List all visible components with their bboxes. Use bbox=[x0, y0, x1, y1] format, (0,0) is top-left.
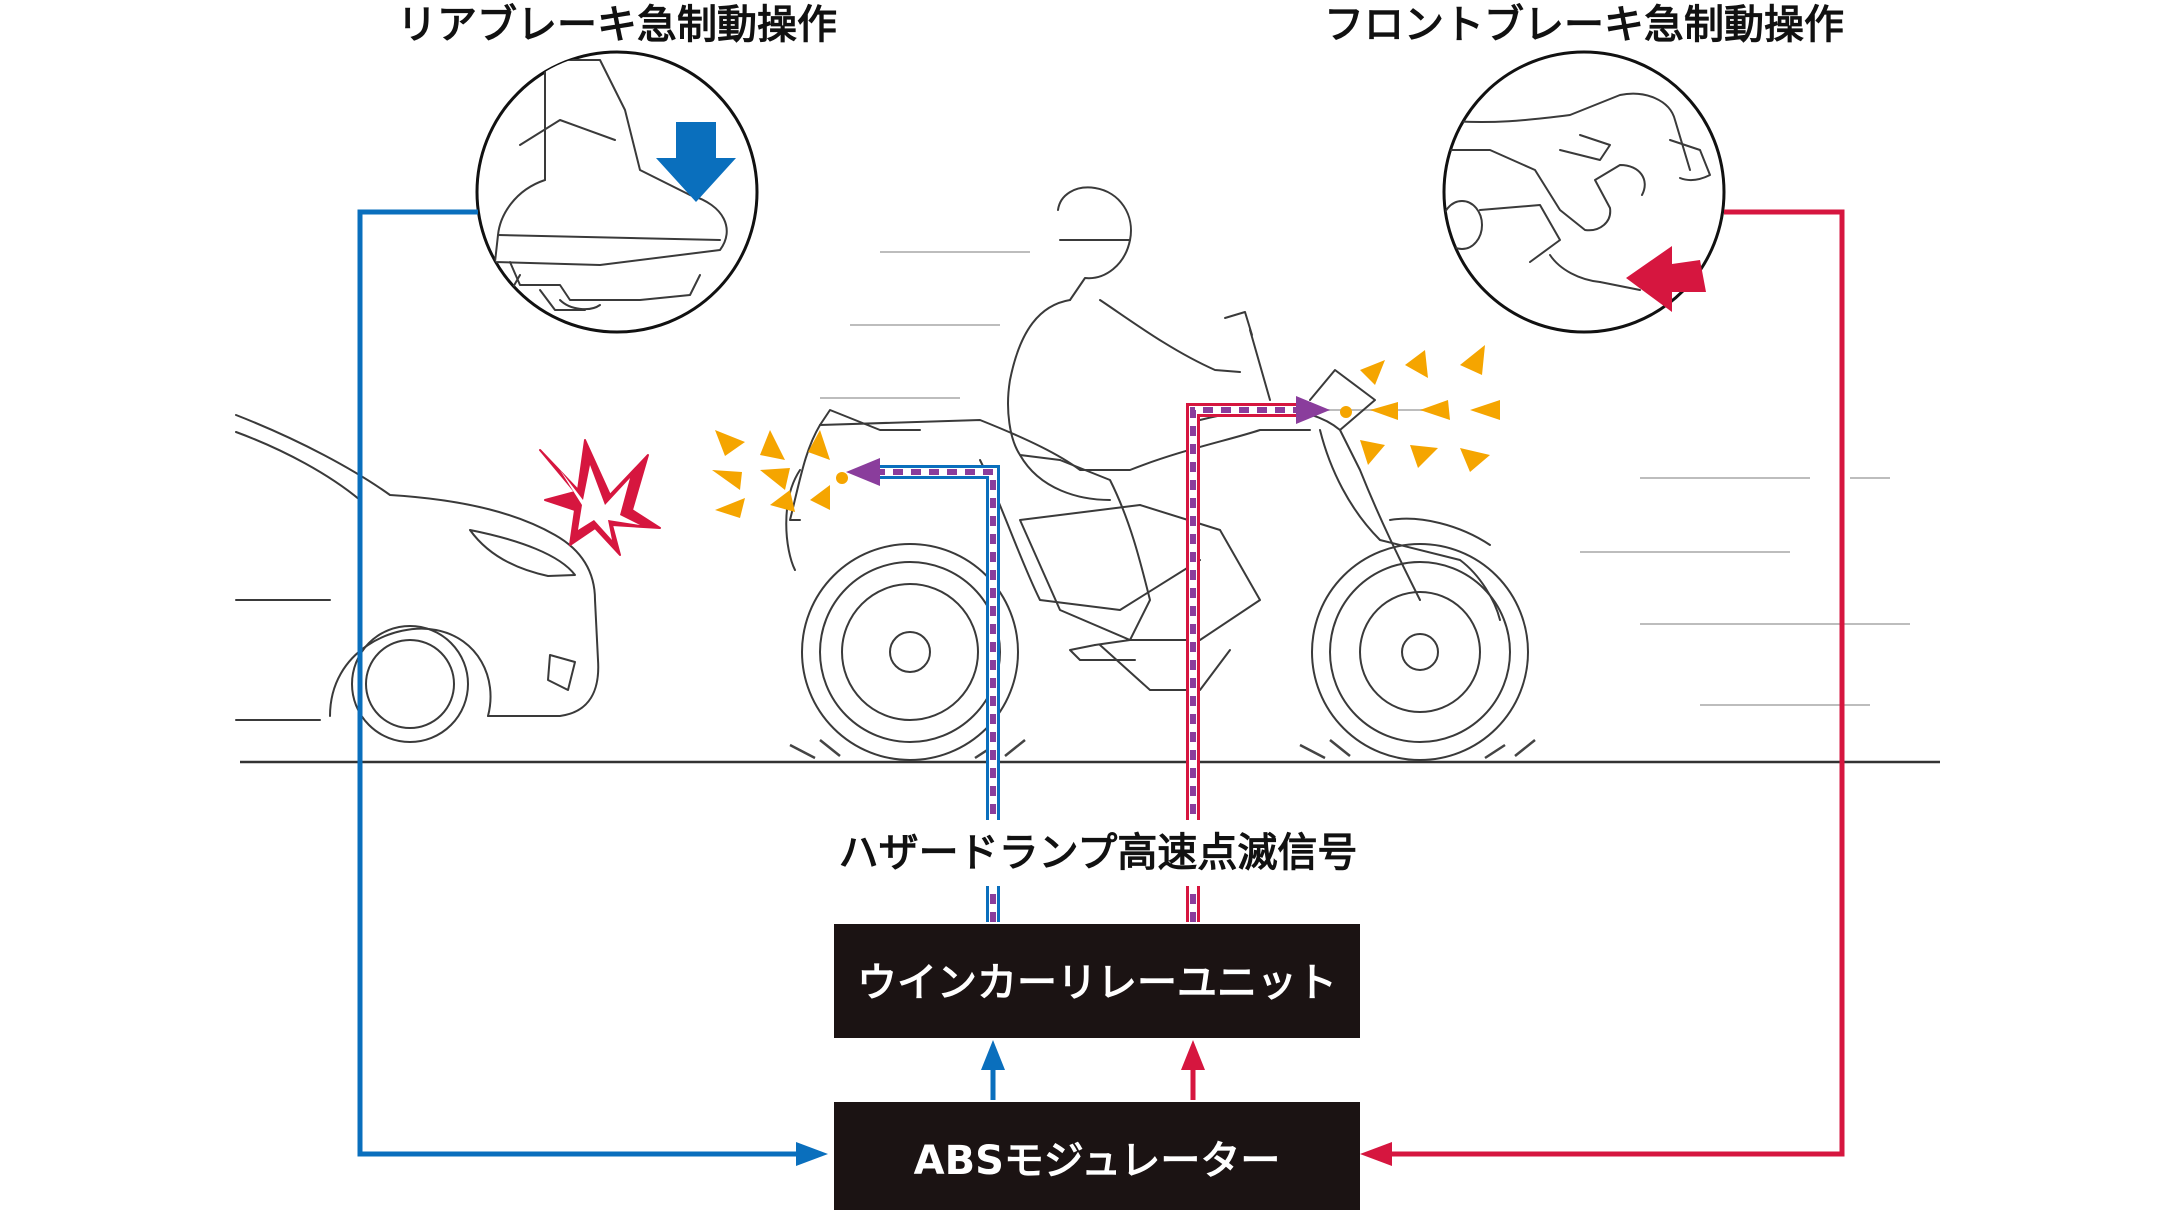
rear-hazard-signal-path bbox=[868, 465, 1000, 922]
rear-hazard-flash-icon bbox=[712, 430, 848, 518]
hazard-signal-label: ハザードランプ高速点滅信号 bbox=[839, 830, 1358, 876]
abs-to-relay-blue-arrow-icon bbox=[981, 1040, 1005, 1070]
rear-operation-heading: リアブレーキ急制動操作 bbox=[397, 2, 837, 48]
front-blinker-arrow-icon bbox=[1296, 396, 1330, 424]
front-hazard-flash-icon bbox=[1340, 345, 1500, 472]
relay-unit-label: ウインカーリレーユニット bbox=[857, 960, 1337, 1006]
pull-lever-arrow-icon bbox=[1626, 246, 1706, 312]
front-brake-inset bbox=[1442, 50, 1726, 334]
motorcycle-illustration bbox=[785, 186, 1529, 761]
front-operation-heading: フロントブレーキ急制動操作 bbox=[1324, 2, 1844, 48]
car-illustration bbox=[235, 414, 600, 743]
relay-unit-box: ウインカーリレーユニット bbox=[834, 924, 1360, 1038]
rear-brake-signal-line bbox=[357, 209, 800, 1157]
rear-brake-inset bbox=[475, 50, 759, 334]
front-signal-arrow-icon bbox=[1360, 1142, 1392, 1166]
press-down-arrow-icon bbox=[656, 122, 736, 202]
rear-blinker-arrow-icon bbox=[846, 458, 880, 486]
front-hazard-signal-path bbox=[1186, 403, 1298, 922]
abs-to-relay-red-arrow-icon bbox=[1181, 1040, 1205, 1070]
rear-signal-arrow-icon bbox=[796, 1142, 828, 1166]
abs-modulator-box: ABSモジュレーター bbox=[834, 1102, 1360, 1210]
front-brake-signal-line bbox=[1392, 209, 1845, 1157]
abs-modulator-label: ABSモジュレーター bbox=[914, 1138, 1281, 1184]
